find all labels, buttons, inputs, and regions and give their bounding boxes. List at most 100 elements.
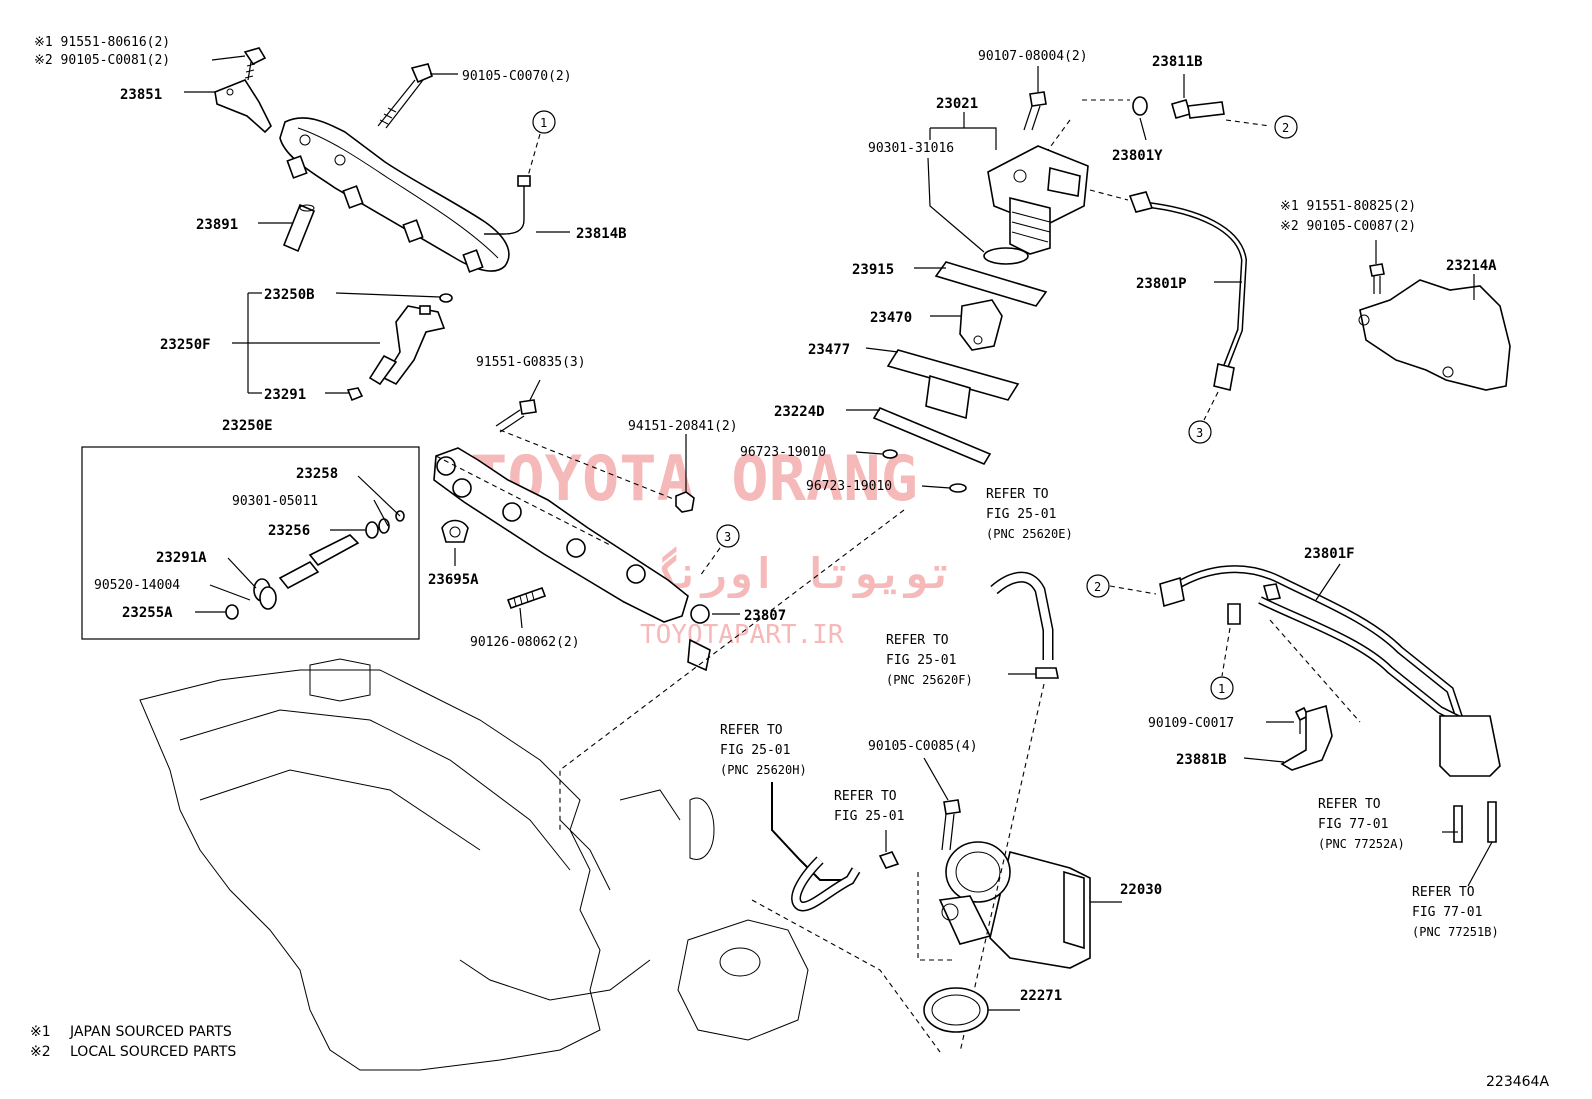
bracket-23881B[interactable] bbox=[1280, 704, 1333, 771]
insulator-23291[interactable] bbox=[346, 387, 364, 402]
label-23801P[interactable]: 23801P bbox=[1136, 276, 1187, 292]
label-23291[interactable]: 23291 bbox=[264, 387, 306, 403]
refer-77252A[interactable]: REFER TO FIG 77-01 (PNC 77252A) bbox=[1318, 797, 1405, 851]
label-90107-08004[interactable]: 90107-08004(2) bbox=[978, 49, 1088, 64]
label-23255A[interactable]: 23255A bbox=[122, 605, 173, 621]
svg-text:(PNC 25620H): (PNC 25620H) bbox=[720, 763, 807, 777]
label-23021[interactable]: 23021 bbox=[936, 96, 978, 112]
label-bolt-note-1[interactable]: ※1 91551-80616(2) bbox=[34, 35, 170, 50]
label-23214A[interactable]: 23214A bbox=[1446, 258, 1497, 274]
svg-text:3: 3 bbox=[724, 530, 731, 544]
spacer-23891[interactable] bbox=[282, 203, 316, 253]
label-23470[interactable]: 23470 bbox=[870, 310, 912, 326]
oring-23250B[interactable] bbox=[439, 293, 453, 303]
bracket-23851[interactable] bbox=[214, 79, 272, 134]
oring-90301-31016[interactable] bbox=[983, 247, 1029, 265]
label-23801Y[interactable]: 23801Y bbox=[1112, 148, 1163, 164]
hose-23801F[interactable] bbox=[1159, 565, 1501, 777]
refer-25620F[interactable]: REFER TO FIG 25-01 (PNC 25620F) bbox=[886, 633, 973, 687]
label-23891[interactable]: 23891 bbox=[196, 217, 238, 233]
label-96723-19010-a[interactable]: 96723-19010 bbox=[740, 445, 826, 460]
label-22030[interactable]: 22030 bbox=[1120, 882, 1162, 898]
label-90105-C0070[interactable]: 90105-C0070(2) bbox=[462, 69, 572, 84]
fuel-delivery-pipe[interactable] bbox=[279, 117, 510, 273]
watermark-arabic: تویوتا اورنگ bbox=[647, 546, 953, 598]
label-22271[interactable]: 22271 bbox=[1020, 988, 1062, 1004]
gasket-22271[interactable] bbox=[923, 987, 989, 1033]
svg-text:REFER TO: REFER TO bbox=[986, 487, 1049, 502]
svg-text:(PNC 77252A): (PNC 77252A) bbox=[1318, 837, 1405, 851]
refer-25620H[interactable]: REFER TO FIG 25-01 (PNC 25620H) bbox=[720, 723, 807, 777]
footnotes: ※1 JAPAN SOURCED PARTS ※2 LOCAL SOURCED … bbox=[30, 1024, 236, 1060]
hose-refer-25620E bbox=[990, 571, 1054, 660]
svg-text:FIG 25-01: FIG 25-01 bbox=[986, 507, 1056, 522]
footnote-2-text: LOCAL SOURCED PARTS bbox=[70, 1044, 236, 1060]
svg-text:3: 3 bbox=[1196, 426, 1203, 440]
plate-23477[interactable] bbox=[886, 349, 1020, 420]
injector-23250F[interactable] bbox=[368, 305, 446, 386]
label-23851[interactable]: 23851 bbox=[120, 87, 162, 103]
insulator-23224D[interactable] bbox=[872, 406, 992, 466]
pipe-23801P[interactable] bbox=[1128, 191, 1248, 391]
delivery-pipe-23807[interactable] bbox=[433, 447, 711, 672]
hose-77252A bbox=[1453, 801, 1497, 843]
throttle-body-22030[interactable] bbox=[938, 841, 1091, 969]
footnote-1-mark: ※1 bbox=[30, 1024, 51, 1040]
label-90126-08062[interactable]: 90126-08062(2) bbox=[470, 635, 580, 650]
label-23801F[interactable]: 23801F bbox=[1304, 546, 1355, 562]
pump-23021[interactable] bbox=[987, 145, 1089, 255]
label-23811B[interactable]: 23811B bbox=[1152, 54, 1203, 70]
lifter-23470[interactable] bbox=[959, 299, 1003, 351]
hose-refer-25620H bbox=[771, 782, 861, 912]
refer-25-01[interactable]: REFER TO FIG 25-01 bbox=[834, 789, 904, 824]
cover-23214A[interactable] bbox=[1358, 279, 1511, 391]
gasket-23915[interactable] bbox=[934, 261, 1048, 307]
label-90520-14004[interactable]: 90520-14004 bbox=[94, 578, 180, 593]
callout-2-top: 2 bbox=[1274, 115, 1298, 139]
injector-kit-parts[interactable] bbox=[225, 510, 405, 620]
label-94151-20841[interactable]: 94151-20841(2) bbox=[628, 419, 738, 434]
pipe-23814B[interactable] bbox=[484, 175, 531, 235]
refer-77251B[interactable]: REFER TO FIG 77-01 (PNC 77251B) bbox=[1412, 885, 1499, 939]
oring-96723-19010-a[interactable] bbox=[882, 449, 898, 459]
label-23807[interactable]: 23807 bbox=[744, 608, 786, 624]
label-23695A[interactable]: 23695A bbox=[428, 572, 479, 588]
svg-text:1: 1 bbox=[1218, 682, 1225, 696]
label-23881B[interactable]: 23881B bbox=[1176, 752, 1227, 768]
label-23814B[interactable]: 23814B bbox=[576, 226, 627, 242]
label-23250F[interactable]: 23250F bbox=[160, 337, 211, 353]
label-23250B[interactable]: 23250B bbox=[264, 287, 315, 303]
svg-text:2: 2 bbox=[1282, 121, 1289, 135]
label-90109-C0017[interactable]: 90109-C0017 bbox=[1148, 716, 1234, 731]
label-23256[interactable]: 23256 bbox=[268, 523, 310, 539]
svg-text:REFER TO: REFER TO bbox=[1412, 885, 1475, 900]
label-96723-19010-b[interactable]: 96723-19010 bbox=[806, 479, 892, 494]
label-90301-05011[interactable]: 90301-05011 bbox=[232, 494, 318, 509]
refer-25620E[interactable]: REFER TO FIG 25-01 (PNC 25620E) bbox=[986, 487, 1073, 541]
union-bolt-23811B[interactable] bbox=[1171, 99, 1225, 119]
svg-text:FIG 25-01: FIG 25-01 bbox=[720, 743, 790, 758]
label-91551-G0835[interactable]: 91551-G0835(3) bbox=[476, 355, 586, 370]
bolt-91551-G0835 bbox=[495, 399, 537, 433]
label-23224D[interactable]: 23224D bbox=[774, 404, 825, 420]
nut-94151-20841 bbox=[675, 491, 695, 513]
label-90301-31016[interactable]: 90301-31016 bbox=[868, 141, 954, 156]
label-90105-C0085[interactable]: 90105-C0085(4) bbox=[868, 739, 978, 754]
label-bolt-note-4[interactable]: ※2 90105-C0087(2) bbox=[1280, 219, 1416, 234]
callout-3-center: 3 bbox=[716, 524, 740, 548]
clamp-23695A[interactable] bbox=[441, 519, 469, 543]
stud-90126-08062 bbox=[506, 586, 547, 610]
svg-text:REFER TO: REFER TO bbox=[834, 789, 897, 804]
label-23915[interactable]: 23915 bbox=[852, 262, 894, 278]
label-23477[interactable]: 23477 bbox=[808, 342, 850, 358]
oring-96723-19010-b[interactable] bbox=[949, 483, 967, 493]
label-bolt-note-3[interactable]: ※1 91551-80825(2) bbox=[1280, 199, 1416, 214]
gasket-23801Y[interactable] bbox=[1132, 96, 1148, 116]
label-23291A[interactable]: 23291A bbox=[156, 550, 207, 566]
label-23258[interactable]: 23258 bbox=[296, 466, 338, 482]
clamp-25620F bbox=[1035, 667, 1059, 679]
label-23250E[interactable]: 23250E bbox=[222, 418, 273, 434]
callout-2-right: 2 bbox=[1086, 574, 1110, 598]
label-bolt-note-2[interactable]: ※2 90105-C0081(2) bbox=[34, 53, 170, 68]
